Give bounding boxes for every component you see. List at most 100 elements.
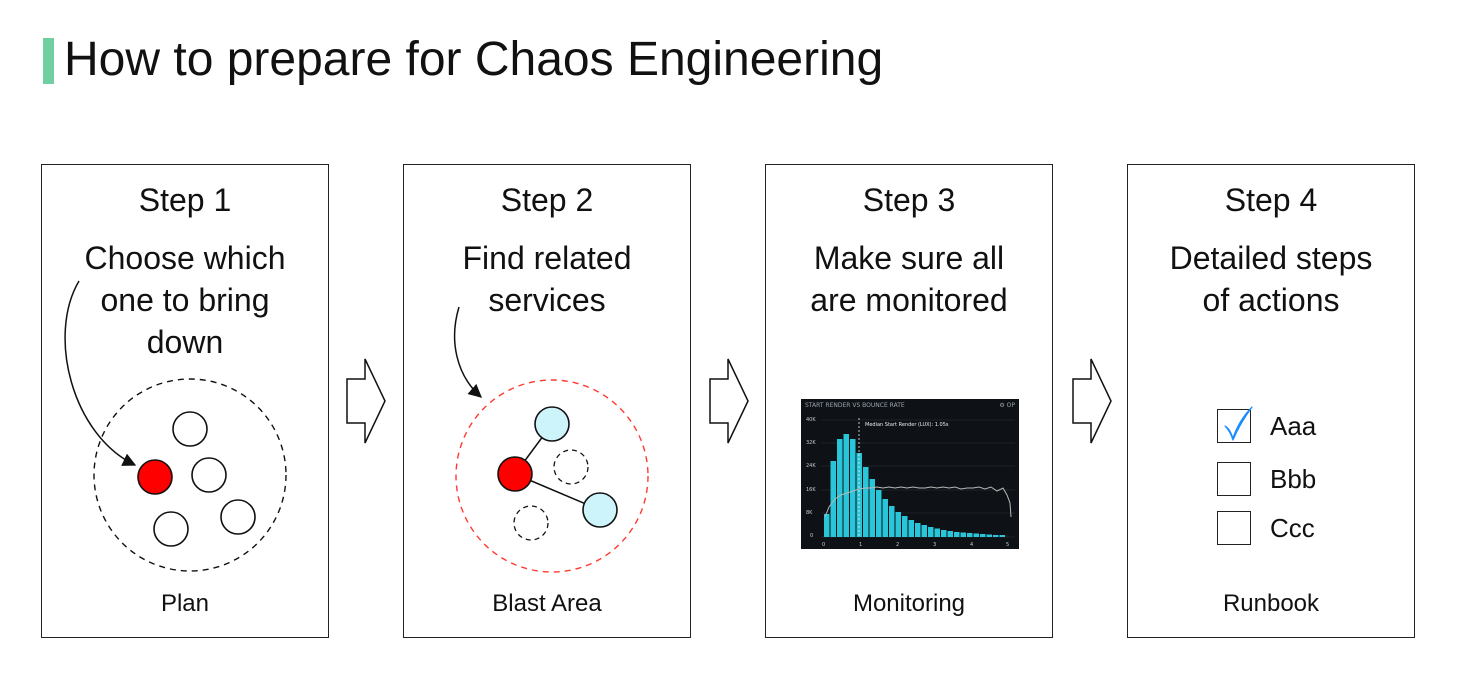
bounce-rate-line [824, 486, 1012, 518]
histogram-bar [986, 534, 992, 537]
pointer-arrow [64, 280, 137, 466]
histogram-bar [902, 516, 908, 537]
step-2-heading: Step 2 [500, 182, 594, 218]
step-3-caption: Monitoring [852, 590, 966, 617]
step-4-description: Detailed steps of actions [1128, 237, 1414, 321]
histogram-bars [824, 434, 1005, 537]
x-tick-label: 1 [859, 542, 863, 548]
histogram-bar [837, 439, 843, 537]
x-tick-label: 3 [933, 542, 937, 548]
histogram-bar [973, 533, 979, 537]
y-tick-label: 32K [806, 440, 816, 446]
histogram-bar [882, 499, 888, 537]
step-3-description-line: are monitored [810, 282, 1008, 318]
target-service-node [137, 459, 173, 495]
step-2-description-line: Find related [462, 240, 632, 276]
histogram-bar [999, 535, 1005, 537]
step-2-card: Step 2 Find related services Blast Area [403, 164, 691, 638]
service-node [220, 499, 256, 535]
step-3-description: Make sure all are monitored [766, 237, 1052, 321]
y-tick-label: 40K [806, 417, 816, 423]
step-3-description-line: Make sure all [813, 240, 1005, 276]
histogram-bar [850, 439, 856, 537]
checkbox [1217, 406, 1253, 443]
hollow-right-arrow-icon [346, 358, 386, 444]
histogram-bar [934, 528, 940, 537]
histogram-bar [876, 490, 882, 537]
step-2-description-line: services [488, 282, 606, 318]
related-service-node [534, 406, 570, 442]
step-1-caption: Plan [160, 590, 210, 617]
histogram-bar [908, 520, 914, 537]
x-tick-label: 2 [896, 542, 900, 548]
step-1-description-line: down [146, 324, 224, 360]
unaffected-service-node [553, 449, 589, 485]
service-node [191, 457, 227, 493]
checklist-item-bbb: Bbb [1217, 462, 1367, 502]
step-4-caption: Runbook [1222, 590, 1320, 617]
chart-marker-label: Median Start Render (LUX): 1.05s [865, 422, 949, 428]
plan-boundary-circle [93, 378, 287, 572]
step-2-description: Find related services [404, 237, 690, 321]
step-4-heading: Step 4 [1224, 182, 1318, 218]
checklist-label: Ccc [1270, 513, 1315, 543]
step-3-heading: Step 3 [862, 182, 956, 218]
checkbox [1217, 511, 1251, 545]
histogram-bar [941, 530, 947, 537]
y-tick-label: 0 [810, 533, 814, 539]
step-3-card: Step 3 Make sure all are monitored START… [765, 164, 1053, 638]
blast-area-diagram [453, 306, 649, 573]
service-node [172, 411, 208, 447]
blast-boundary-circle [455, 379, 649, 573]
step-2-caption: Blast Area [492, 590, 602, 617]
checklist-label: Aaa [1270, 411, 1317, 441]
target-service-node [497, 456, 533, 492]
step-1-description-line: one to bring [100, 282, 270, 318]
x-tick-label: 0 [822, 542, 826, 548]
chart-options: ⚙ OP [999, 402, 1015, 409]
histogram-bar [954, 532, 960, 537]
histogram-bar [889, 506, 895, 537]
chart-plot-area [821, 418, 1015, 538]
checkbox [1217, 462, 1251, 496]
monitoring-chart-screenshot: START RENDER VS BOUNCE RATE ⚙ OP Median … [801, 399, 1019, 549]
step-4-description-line: of actions [1202, 282, 1340, 318]
step-4-description-line: Detailed steps [1169, 240, 1373, 276]
hollow-right-arrow-icon [1072, 358, 1112, 444]
title-accent-bar [43, 38, 54, 84]
checklist-label: Bbb [1270, 464, 1317, 494]
x-tick-label: 5 [1006, 542, 1010, 548]
y-tick-label: 24K [806, 463, 816, 469]
histogram-bar [895, 512, 901, 537]
histogram-bar [843, 434, 849, 537]
plan-diagram [64, 280, 287, 572]
pointer-arrow [453, 306, 483, 398]
x-tick-label: 4 [970, 542, 974, 548]
histogram-bar [824, 514, 830, 537]
y-tick-label: 8K [806, 510, 813, 516]
histogram-bar [863, 467, 869, 537]
checklist-item-aaa: Aaa [1217, 406, 1367, 449]
page-title: How to prepare for Chaos Engineering [64, 33, 884, 86]
histogram-bar [915, 523, 921, 537]
y-tick-label: 16K [806, 487, 816, 493]
related-service-node [582, 492, 618, 528]
histogram-bar [830, 461, 836, 537]
histogram-bar [980, 534, 986, 537]
step-1-description: Choose which one to bring down [42, 237, 328, 363]
histogram-bar [960, 532, 966, 537]
step-4-card: Step 4 Detailed steps of actions Aaa Bbb… [1127, 164, 1415, 638]
step-1-heading: Step 1 [138, 182, 232, 218]
step-1-description-line: Choose which [84, 240, 286, 276]
checkmark-icon [1224, 406, 1253, 441]
chart-header: START RENDER VS BOUNCE RATE [805, 402, 905, 409]
service-node [153, 511, 189, 547]
histogram-bar [993, 535, 999, 537]
hollow-right-arrow-icon [709, 358, 749, 444]
histogram-bar [869, 479, 875, 537]
histogram-bar [947, 531, 953, 537]
histogram-bar [921, 525, 927, 537]
histogram-bar [967, 533, 973, 537]
checklist-item-ccc: Ccc [1217, 511, 1367, 551]
histogram-bar [928, 527, 934, 537]
